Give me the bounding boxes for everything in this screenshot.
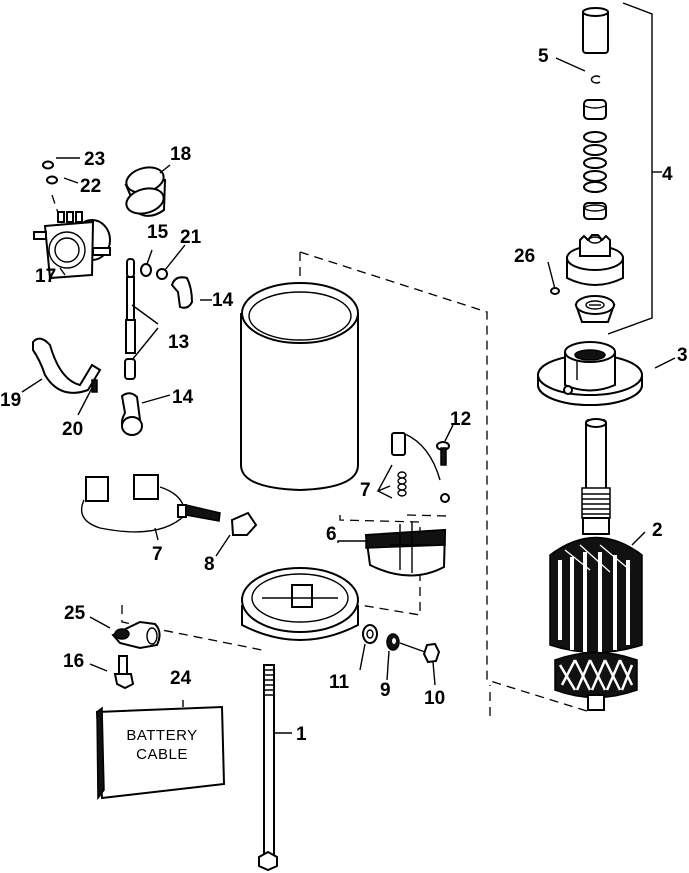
pinion-gear-icon[interactable] (566, 234, 624, 286)
callout-19: 19 (0, 390, 21, 411)
callout-4: 4 (662, 164, 673, 185)
screw-20[interactable] (91, 379, 98, 393)
callout-leaders (21, 57, 676, 734)
nut-23[interactable] (42, 160, 54, 170)
callout-8: 8 (204, 554, 215, 575)
armature[interactable] (549, 418, 643, 711)
callout-21: 21 (180, 227, 202, 248)
nut-15[interactable] (140, 263, 152, 277)
callout-7-left: 7 (152, 544, 163, 565)
drive-spring-icon[interactable] (583, 131, 607, 193)
box-label-line-1: BATTERY (126, 727, 197, 744)
screw-12[interactable] (436, 441, 450, 466)
drive-end-cap[interactable] (537, 341, 643, 406)
spring-cup[interactable] (583, 202, 607, 220)
brush-spring-7[interactable] (391, 432, 450, 503)
washer-9[interactable] (386, 633, 400, 651)
spacer-collar[interactable] (583, 99, 607, 120)
callout-14-lower: 14 (172, 387, 194, 408)
sleeve-18[interactable] (124, 163, 167, 217)
callout-20: 20 (62, 419, 83, 440)
callout-23: 23 (84, 149, 105, 170)
box-label-line-2: CABLE (136, 746, 188, 763)
brush-set-7[interactable] (80, 474, 221, 533)
screw-16[interactable] (113, 655, 135, 690)
callout-15: 15 (147, 222, 169, 243)
cable-13[interactable] (124, 258, 136, 380)
callout-16: 16 (63, 651, 84, 672)
commutator-end-cap[interactable] (241, 567, 359, 641)
solenoid-17[interactable] (33, 211, 111, 280)
brush-holder-6[interactable] (364, 522, 447, 577)
callout-5: 5 (538, 46, 549, 67)
callout-7-right: 7 (360, 480, 371, 501)
callout-24: 24 (170, 668, 192, 689)
callout-17: 17 (35, 266, 56, 287)
terminal-insulator-8[interactable] (230, 511, 258, 536)
pinion-stop-cap[interactable] (582, 7, 609, 54)
drive-assembly-bracket (607, 2, 662, 335)
callout-labels: 5 4 26 3 2 23 22 17 18 15 21 14 13 14 19… (0, 46, 688, 745)
callout-3: 3 (677, 345, 688, 366)
callout-14-upper: 14 (212, 290, 234, 311)
callout-26: 26 (514, 246, 535, 267)
callout-6: 6 (326, 524, 337, 545)
nut-10[interactable] (399, 642, 441, 664)
thru-bolt-1[interactable] (258, 664, 278, 872)
lockwasher-22[interactable] (46, 175, 58, 185)
thrust-nut[interactable] (574, 295, 616, 323)
bracket-19[interactable] (32, 337, 102, 394)
terminal-boot-14-lower[interactable] (120, 392, 143, 436)
callout-25: 25 (64, 603, 86, 624)
callout-10: 10 (424, 688, 445, 709)
battery-cable-box-24[interactable]: BATTERY CABLE (95, 705, 226, 801)
callout-1: 1 (296, 724, 307, 745)
callout-11: 11 (329, 672, 350, 693)
callout-2: 2 (652, 520, 663, 541)
ground-clip-25[interactable] (111, 620, 161, 650)
retaining-ring-5[interactable] (590, 75, 601, 84)
callout-22: 22 (80, 176, 101, 197)
callout-12: 12 (450, 409, 471, 430)
terminal-boot-14-upper[interactable] (170, 276, 194, 309)
callout-9: 9 (380, 680, 391, 701)
lockwasher-21[interactable] (156, 268, 168, 280)
lockwasher-11[interactable] (362, 624, 378, 644)
callout-18: 18 (170, 144, 191, 165)
field-frame-housing[interactable] (240, 282, 359, 492)
callout-13: 13 (168, 332, 189, 353)
